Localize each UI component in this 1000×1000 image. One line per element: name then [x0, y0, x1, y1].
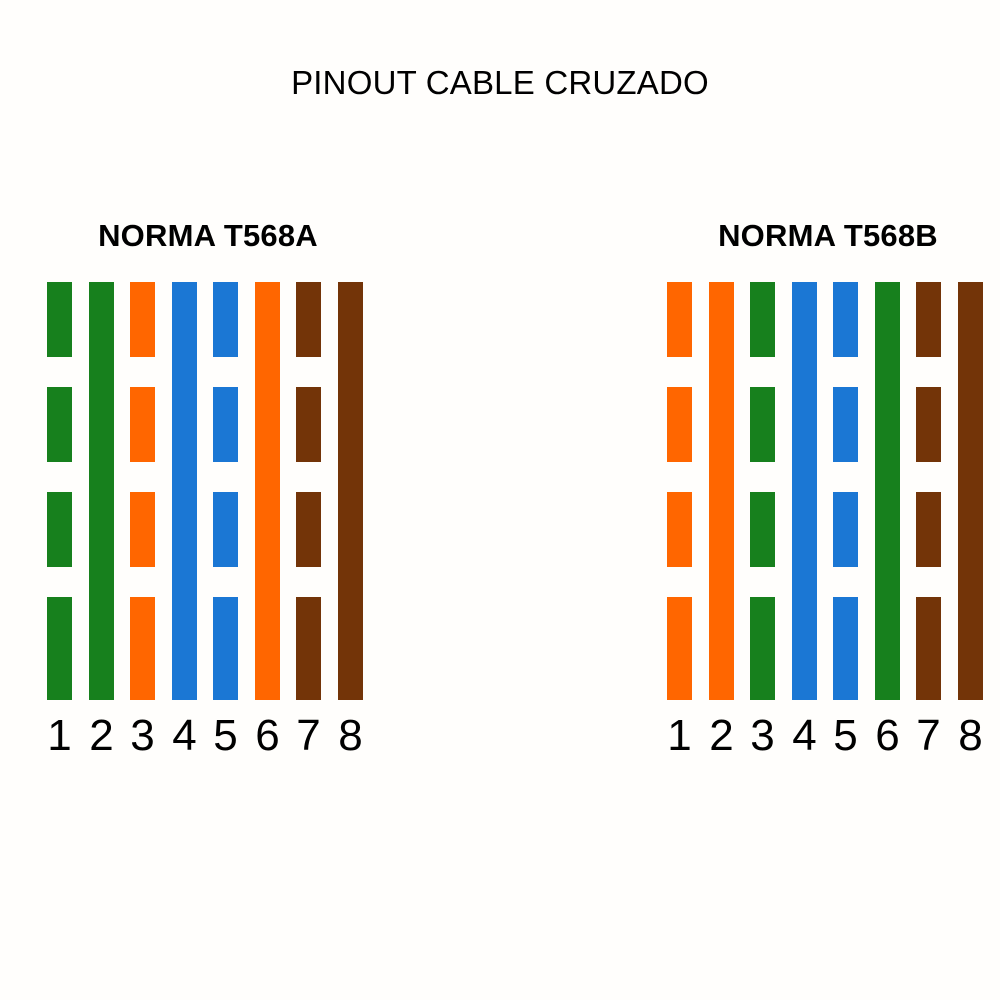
pin-number-3: 3	[130, 711, 155, 760]
pin-number-2: 2	[709, 711, 734, 760]
wire-pin-8-brown-solid	[958, 282, 983, 700]
wire-pin-2-green-solid	[89, 282, 114, 700]
wire-pin-2-orange-solid	[709, 282, 734, 700]
wire-pin-5-blue-striped	[213, 282, 238, 700]
wire-pin-4-blue-solid	[172, 282, 197, 700]
pin-number-7: 7	[296, 711, 321, 760]
wire-pin-7-brown-striped	[296, 282, 321, 700]
pin-number-8: 8	[958, 711, 983, 760]
pin-number-4: 4	[172, 711, 197, 760]
pin-number-8: 8	[338, 711, 363, 760]
wire-pin-8-brown-solid	[338, 282, 363, 700]
wire-pin-1-green-striped	[47, 282, 72, 700]
pin-number-2: 2	[89, 711, 114, 760]
panel-title-t568a: NORMA T568A	[98, 218, 318, 253]
wire-rack-t568b	[667, 282, 983, 700]
wire-pin-1-orange-striped	[667, 282, 692, 700]
pin-number-1: 1	[47, 711, 72, 760]
panel-title-t568b: NORMA T568B	[718, 218, 938, 253]
page-title: PINOUT CABLE CRUZADO	[291, 64, 709, 101]
wire-rack-t568a	[47, 282, 363, 700]
pin-number-4: 4	[792, 711, 817, 760]
wire-pin-5-blue-striped	[833, 282, 858, 700]
pin-number-5: 5	[213, 711, 238, 760]
pin-number-1: 1	[667, 711, 692, 760]
pin-number-6: 6	[875, 711, 900, 760]
wire-pin-3-orange-striped	[130, 282, 155, 700]
wire-pin-3-green-striped	[750, 282, 775, 700]
wire-pin-6-orange-solid	[255, 282, 280, 700]
pin-number-6: 6	[255, 711, 280, 760]
wire-pin-4-blue-solid	[792, 282, 817, 700]
pin-number-7: 7	[916, 711, 941, 760]
wire-pin-6-green-solid	[875, 282, 900, 700]
wire-pin-7-brown-striped	[916, 282, 941, 700]
pin-number-3: 3	[750, 711, 775, 760]
pin-number-5: 5	[833, 711, 858, 760]
